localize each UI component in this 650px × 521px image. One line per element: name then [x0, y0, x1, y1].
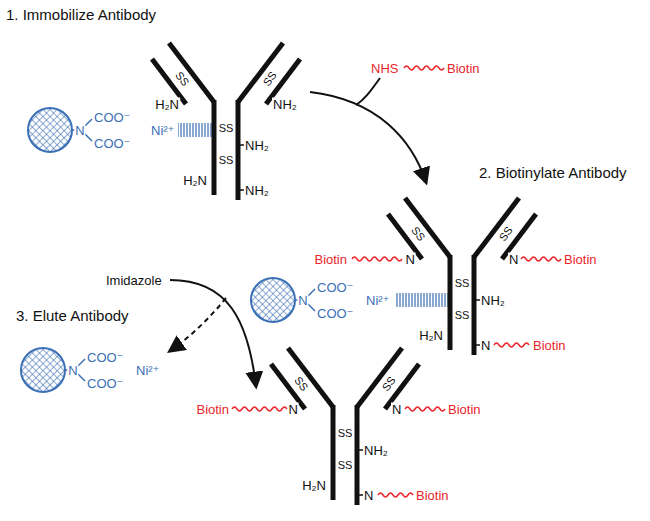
nickel-ion: Ni²⁺	[135, 364, 160, 377]
nitrogen-label: N	[74, 124, 85, 137]
step-title: 2. Biotinylate Antibody	[478, 165, 628, 180]
carboxylate-label: COO⁻	[316, 281, 354, 294]
nitrogen-label: N	[508, 253, 519, 266]
disulfide-label: SS	[218, 155, 235, 166]
reagent-label: NHS	[370, 62, 399, 75]
step-title: 3. Elute Antibody	[15, 308, 130, 323]
disulfide-label: SS	[337, 428, 354, 439]
biotin-label: Biotin	[532, 339, 567, 352]
biotin-label: Biotin	[313, 253, 348, 266]
nitrogen-label: N	[67, 364, 78, 377]
amine-group: NH₂	[480, 294, 506, 307]
nitrogen-label: N	[288, 403, 299, 416]
biotin-label: Biotin	[415, 489, 450, 502]
disulfide-label: SS	[454, 278, 471, 289]
amine-group: NH₂	[272, 98, 298, 111]
biotin-label: Biotin	[446, 62, 481, 75]
nitrogen-label: N	[405, 253, 416, 266]
step-title: 1. Immobilize Antibody	[5, 7, 157, 22]
amine-group: H₂N	[301, 479, 327, 492]
amine-group: H₂N	[154, 98, 180, 111]
biotin-label: Biotin	[195, 403, 230, 416]
nitrogen-label: N	[363, 489, 374, 502]
nickel-ion: Ni²⁺	[150, 124, 175, 137]
nitrogen-label: N	[297, 294, 308, 307]
disulfide-label: SS	[337, 460, 354, 471]
carboxylate-label: COO⁻	[86, 377, 124, 390]
biotin-label: Biotin	[563, 253, 598, 266]
amine-group: NH₂	[363, 444, 389, 457]
carboxylate-label: COO⁻	[93, 111, 131, 124]
amine-group: NH₂	[244, 139, 270, 152]
amine-group: H₂N	[182, 174, 208, 187]
carboxylate-label: COO⁻	[316, 307, 354, 320]
disulfide-label: SS	[218, 123, 235, 134]
carboxylate-label: COO⁻	[86, 351, 124, 364]
amine-group: NH₂	[244, 184, 270, 197]
biotin-label: Biotin	[447, 403, 482, 416]
reagent-label: Imidazole	[105, 274, 163, 287]
carboxylate-label: COO⁻	[93, 137, 131, 150]
nitrogen-label: N	[391, 403, 402, 416]
nickel-ion: Ni²⁺	[365, 294, 390, 307]
amine-group: H₂N	[418, 329, 444, 342]
disulfide-label: SS	[454, 310, 471, 321]
nitrogen-label: N	[480, 339, 491, 352]
